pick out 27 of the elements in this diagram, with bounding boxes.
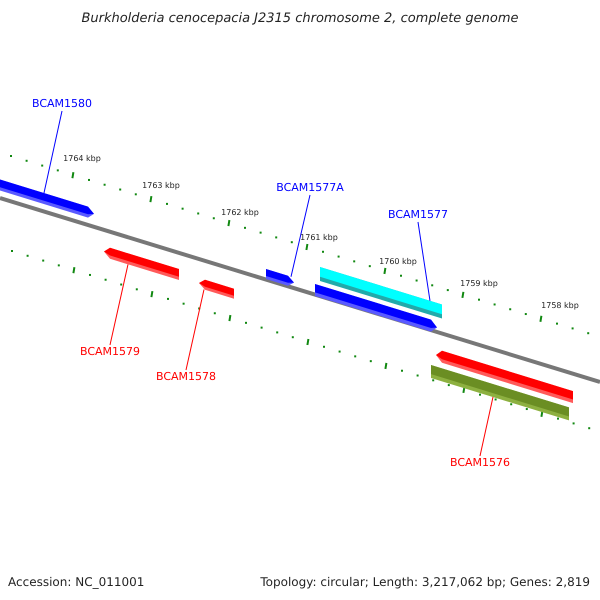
tick-label: 1758 kbp	[541, 302, 579, 310]
gene-label: BCAM1577A	[276, 182, 344, 193]
leader-line	[186, 289, 204, 370]
tick-label: 1761 kbp	[300, 234, 338, 242]
gene-bar	[199, 280, 234, 299]
genome-stats-text: Topology: circular; Length: 3,217,062 bp; Genes: 2,819	[260, 576, 590, 588]
leader-line	[110, 264, 128, 346]
gene-label: BCAM1578	[156, 371, 216, 382]
gene-bar	[0, 178, 94, 218]
leader-line	[44, 110, 62, 194]
title: Burkholderia cenocepacia J2315 chromosome 2, complete genome	[81, 12, 519, 25]
leader-line	[480, 396, 494, 456]
gene-label: BCAM1580	[32, 98, 92, 109]
gene-bar	[266, 269, 294, 286]
tick-label: 1764 kbp	[63, 155, 101, 163]
gene-label: BCAM1579	[80, 346, 140, 357]
leader-line	[290, 194, 310, 278]
gene-bar	[104, 248, 179, 280]
tick-label: 1759 kbp	[460, 280, 498, 288]
gene-bar	[315, 284, 437, 332]
accession-text: Accession: NC_011001	[8, 576, 144, 588]
tick-label: 1763 kbp	[142, 182, 180, 190]
gene-label: BCAM1576	[450, 457, 510, 468]
gene-bar	[431, 365, 569, 420]
gene-label: BCAM1577	[388, 209, 448, 220]
tick-label: 1760 kbp	[379, 258, 417, 266]
tick-label: 1762 kbp	[221, 209, 259, 217]
